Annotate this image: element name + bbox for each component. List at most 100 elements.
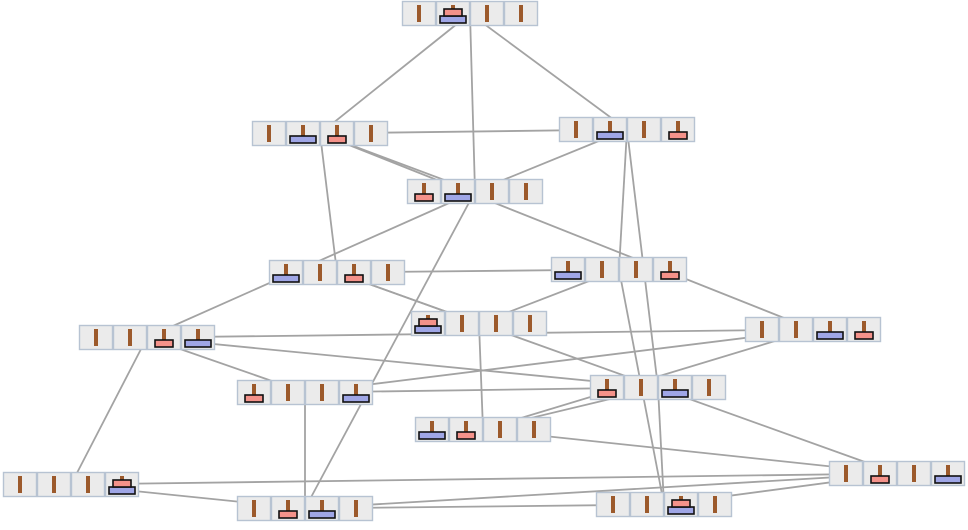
state-node-s07 <box>410 310 548 337</box>
state-node-s06 <box>550 256 688 283</box>
state-node-s02 <box>251 120 389 147</box>
peg <box>645 496 649 513</box>
peg <box>162 329 166 346</box>
edge-s01-s02 <box>319 12 471 135</box>
large-disk <box>444 193 472 202</box>
large-disk <box>184 339 212 348</box>
edge-s01-s04 <box>469 13 476 192</box>
peg <box>878 465 882 482</box>
peg <box>946 465 950 482</box>
large-disk <box>596 131 624 140</box>
large-disk <box>661 389 689 398</box>
edge-s02-s05 <box>319 133 338 273</box>
peg <box>760 321 764 338</box>
large-disk <box>272 274 300 283</box>
peg <box>318 264 322 281</box>
large-disk <box>289 135 317 144</box>
large-disk <box>554 271 582 280</box>
peg <box>673 379 677 396</box>
small-disk <box>327 135 347 144</box>
edge-s09-s10 <box>304 328 814 394</box>
peg <box>490 183 494 200</box>
small-disk <box>597 389 617 398</box>
peg <box>485 5 489 22</box>
peg <box>286 384 290 401</box>
state-node-s12 <box>414 416 552 443</box>
peg <box>320 500 324 517</box>
peg <box>417 5 421 22</box>
edge-s12-s14 <box>482 428 898 475</box>
small-disk <box>443 8 463 17</box>
state-node-s03 <box>558 116 696 143</box>
edge-s04-s15 <box>304 191 476 509</box>
peg <box>52 476 56 493</box>
peg <box>252 500 256 517</box>
edge-s07-s12 <box>478 323 484 430</box>
peg <box>912 465 916 482</box>
peg <box>605 379 609 396</box>
state-node-s08 <box>78 324 216 351</box>
edge-s08-s11 <box>146 336 659 389</box>
peg <box>460 315 464 332</box>
edge-s05-s14 <box>336 271 898 475</box>
peg <box>608 121 612 138</box>
peg <box>532 421 536 438</box>
state-node-s11 <box>589 374 727 401</box>
peg <box>528 315 532 332</box>
peg <box>386 264 390 281</box>
peg <box>634 261 638 278</box>
edge-s11-s16 <box>657 387 665 505</box>
small-disk <box>278 510 298 519</box>
small-disk <box>244 394 264 403</box>
peg <box>369 125 373 142</box>
state-node-s13 <box>2 471 140 498</box>
state-node-s04 <box>406 178 544 205</box>
state-node-s01 <box>401 0 539 27</box>
peg <box>639 379 643 396</box>
peg <box>128 329 132 346</box>
small-disk <box>870 475 890 484</box>
edge-s02-s09 <box>319 132 814 331</box>
peg <box>196 329 200 346</box>
peg <box>494 315 498 332</box>
small-disk <box>668 131 688 140</box>
edge-s01-s03 <box>469 12 628 131</box>
large-disk <box>439 15 467 24</box>
peg <box>707 379 711 396</box>
peg <box>600 261 604 278</box>
large-disk <box>934 475 962 484</box>
edge-s08-s13 <box>70 337 148 485</box>
small-disk <box>456 431 476 440</box>
peg <box>676 121 680 138</box>
small-disk <box>660 271 680 280</box>
large-disk <box>308 510 336 519</box>
peg <box>352 264 356 281</box>
state-node-s14 <box>828 460 966 487</box>
edge-s13-s14 <box>70 472 898 486</box>
peg <box>519 5 523 22</box>
peg <box>422 183 426 200</box>
peg <box>18 476 22 493</box>
peg <box>335 125 339 142</box>
peg <box>713 496 717 513</box>
edge-s03-s06 <box>618 129 628 270</box>
large-disk <box>816 331 844 340</box>
state-node-s15 <box>236 495 374 522</box>
peg <box>844 465 848 482</box>
peg <box>611 496 615 513</box>
small-disk <box>344 274 364 283</box>
small-disk <box>671 499 691 508</box>
state-node-s16 <box>595 491 733 518</box>
peg <box>320 384 324 401</box>
small-disk <box>418 318 438 327</box>
large-disk <box>418 431 446 440</box>
peg <box>252 384 256 401</box>
peg <box>354 384 358 401</box>
small-disk <box>154 339 174 348</box>
peg <box>286 500 290 517</box>
peg <box>354 500 358 517</box>
peg <box>574 121 578 138</box>
peg <box>642 121 646 138</box>
large-disk <box>667 506 695 515</box>
